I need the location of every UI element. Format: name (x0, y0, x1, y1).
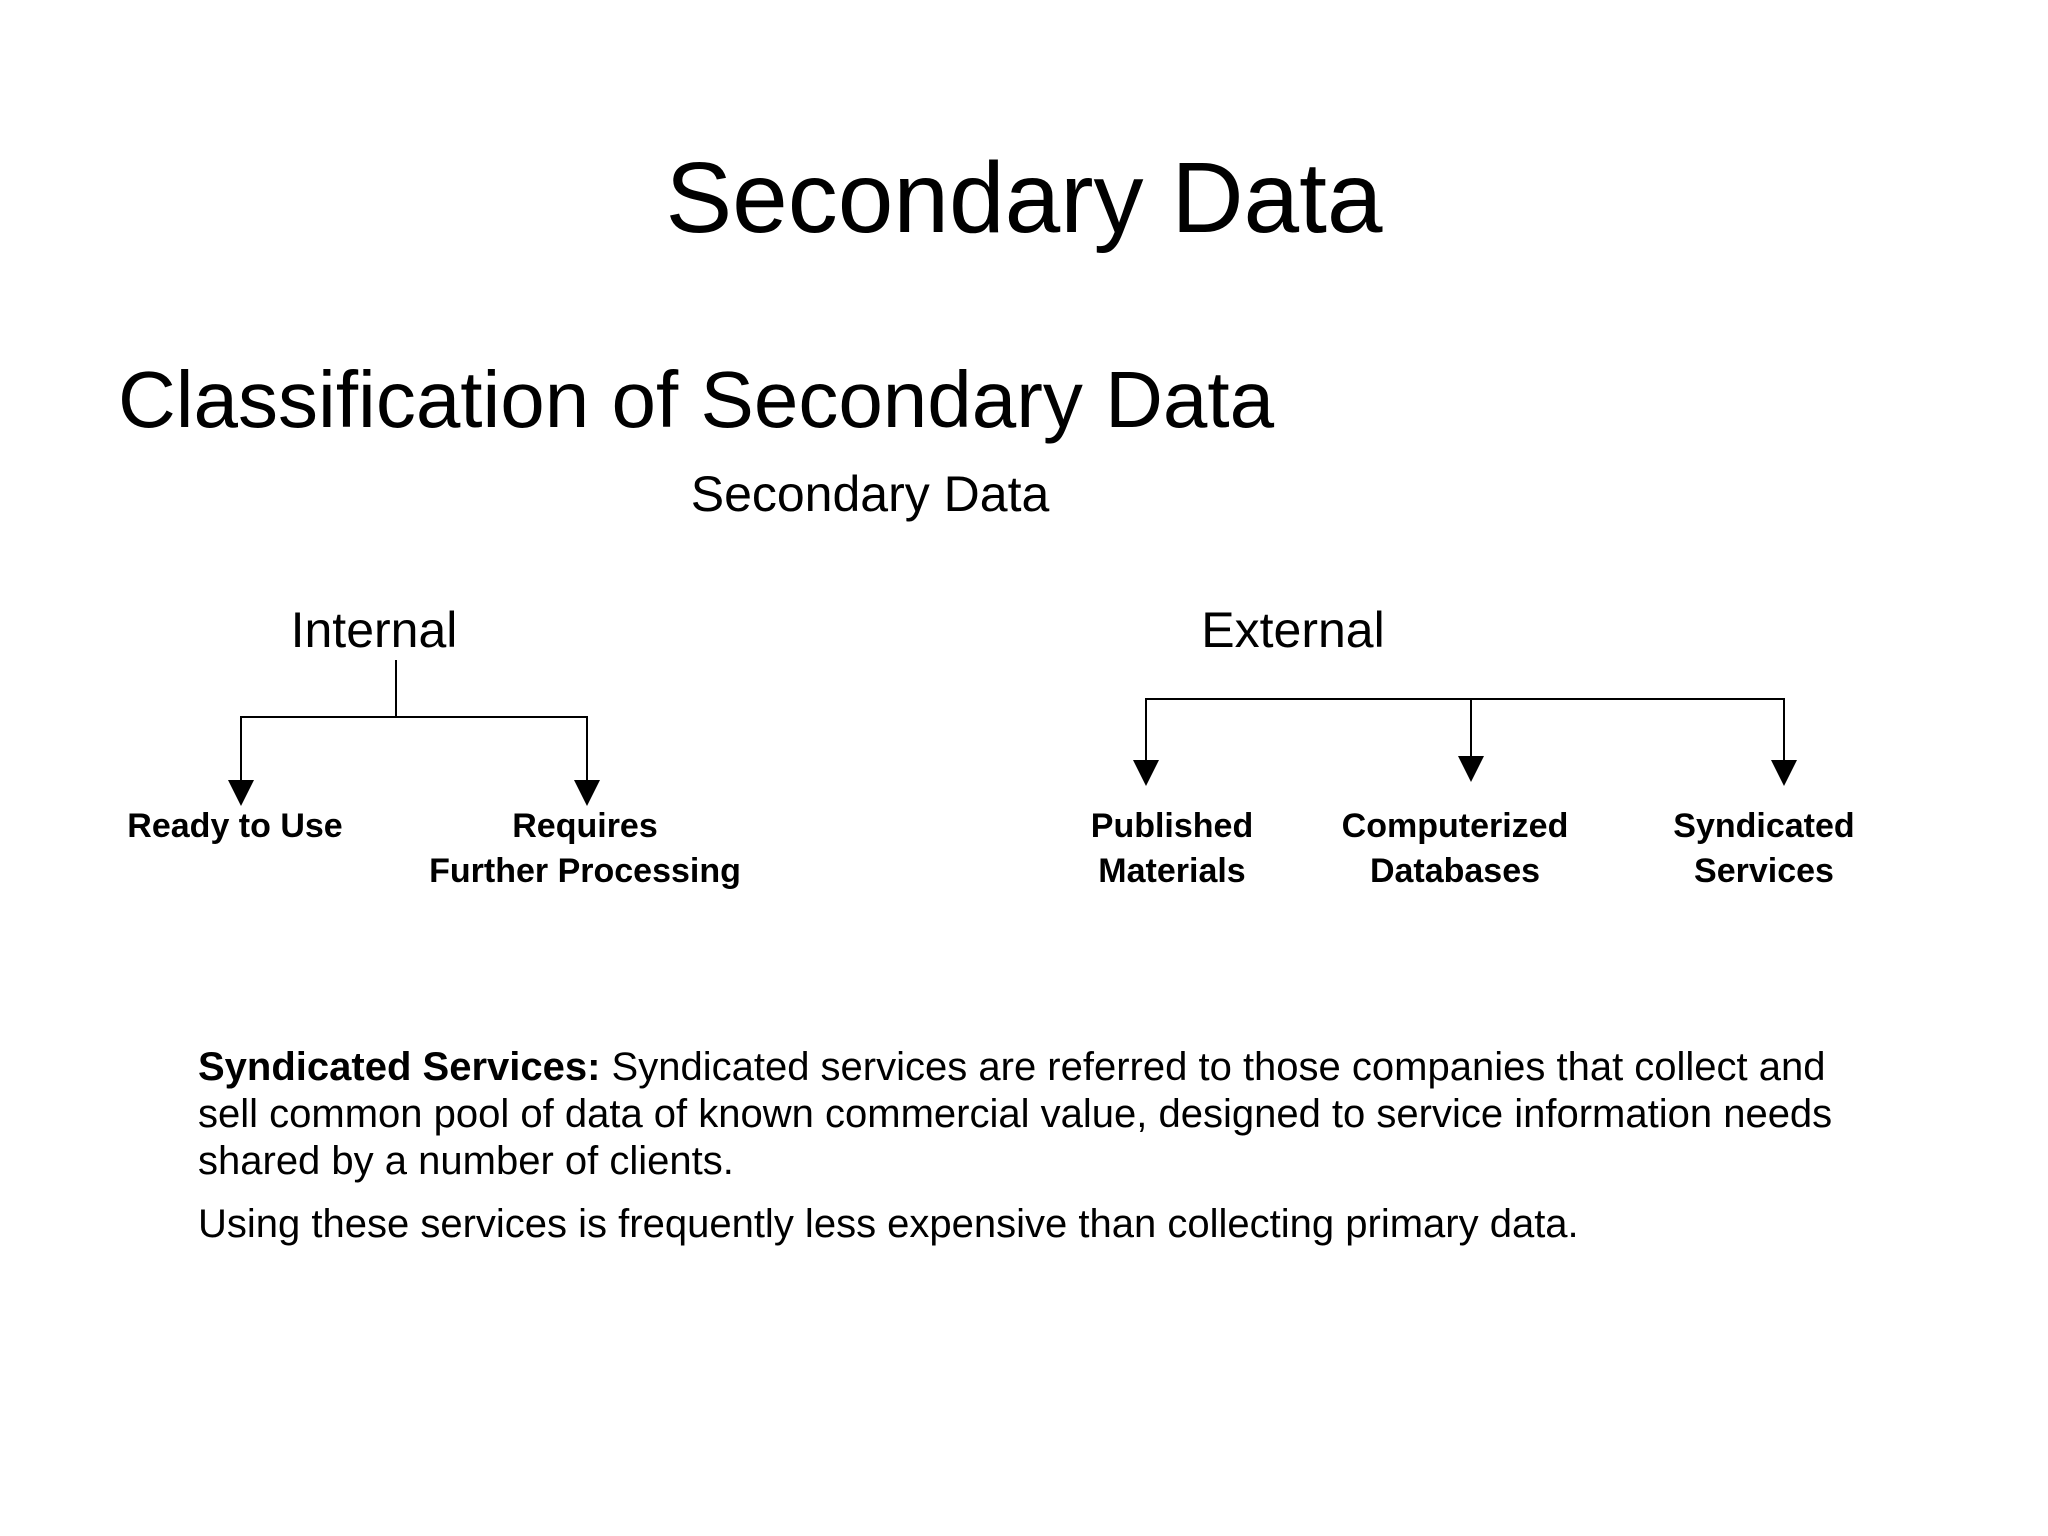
down-arrow-icon (1458, 756, 1484, 782)
down-arrow-icon (228, 780, 254, 806)
internal-right-connector-line (586, 716, 588, 782)
external-branch-connector-line (1145, 698, 1785, 700)
down-arrow-icon (574, 780, 600, 806)
internal-branch-connector-line (240, 716, 588, 718)
node-label-computerized-databases: Computerized Databases (1341, 807, 1569, 890)
section-heading: Classification of Secondary Data (118, 355, 1275, 444)
external-right-connector-line (1783, 698, 1785, 762)
slide-title: Secondary Data (665, 142, 1383, 254)
tree-root-label: Secondary Data (690, 466, 1050, 522)
down-arrow-icon (1771, 760, 1797, 786)
node-label-syndicated-services: Syndicated Services (1673, 807, 1855, 890)
node-label-requires-further-processing: Requires Further Processing (429, 807, 741, 890)
internal-branch-label: Internal (290, 602, 458, 658)
definition-body-text: Syndicated services are referred to thos… (198, 1045, 1833, 1183)
external-branch-label: External (1201, 602, 1385, 658)
external-left-connector-line (1145, 698, 1147, 762)
node-label-published-materials: Published Materials (1090, 807, 1254, 890)
syndicated-services-definition: Syndicated Services: Syndicated services… (198, 1044, 1858, 1185)
syndicated-services-note: Using these services is frequently less … (198, 1202, 1579, 1246)
internal-stub-connector-line (395, 660, 397, 716)
internal-left-connector-line (240, 716, 242, 782)
body-text-block: Syndicated Services: Syndicated services… (198, 1044, 1858, 1248)
node-label-ready-to-use: Ready to Use (127, 807, 343, 845)
down-arrow-icon (1133, 760, 1159, 786)
definition-lead-in: Syndicated Services: (198, 1045, 601, 1089)
external-middle-connector-line (1470, 698, 1472, 758)
